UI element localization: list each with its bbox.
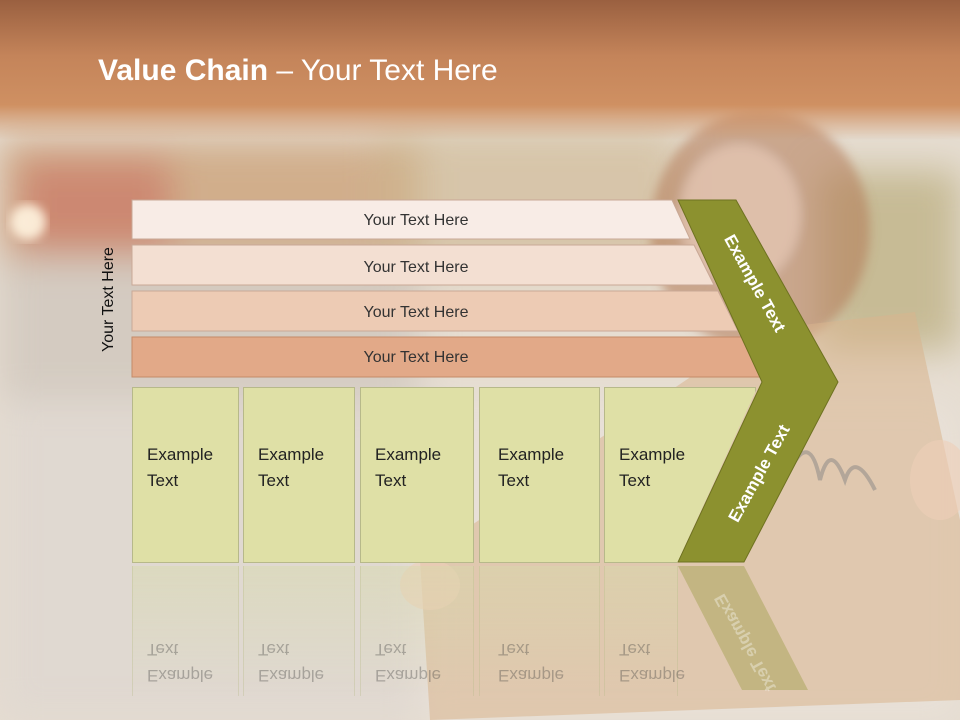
bar-1: Your Text Here [131, 199, 691, 240]
box-2-reflection-text: Example Text [258, 636, 348, 688]
box-3-reflection: Example Text [360, 566, 474, 696]
bar-3-label: Your Text Here [364, 304, 469, 321]
box-3-reflection-line2: Text [375, 640, 407, 659]
bar-2: Your Text Here [131, 244, 715, 286]
box-2-line2: Text [258, 471, 290, 490]
box-4-line1: Example [498, 445, 565, 464]
bar-4: Your Text Here [131, 336, 763, 378]
box-1-reflection: Example Text [132, 566, 239, 696]
box-4-reflection: Example Text [479, 566, 600, 696]
title-band [0, 0, 960, 140]
chevron-shape [677, 199, 839, 563]
box-5-line2: Text [619, 471, 651, 490]
box-2-reflection-line1: Example [258, 666, 325, 685]
title-bold: Value Chain [98, 54, 269, 87]
box-1-line2: Text [147, 471, 179, 490]
box-4-line2: Text [498, 471, 530, 490]
box-3-line1: Example [375, 445, 442, 464]
box-2-reflection-line2: Text [258, 640, 290, 659]
box-1-reflection-text: Example Text [147, 636, 237, 688]
title-rest: – Your Text Here [268, 54, 498, 87]
box-1-line1: Example [147, 445, 214, 464]
box-4-reflection-line2: Text [498, 640, 530, 659]
bar-3: Your Text Here [131, 290, 739, 332]
box-4-reflection-text: Example Text [498, 636, 588, 688]
bar-1-shape [131, 199, 691, 240]
box-2-line1: Example [258, 445, 325, 464]
box-3-reflection-line1: Example [375, 666, 442, 685]
bar-4-label: Your Text Here [364, 349, 469, 366]
box-4-reflection-line1: Example [498, 666, 565, 685]
box-3-line2: Text [375, 471, 407, 490]
box-3-reflection-text: Example Text [375, 636, 465, 688]
box-2-reflection: Example Text [243, 566, 355, 696]
box-1-reflection-line2: Text [147, 640, 179, 659]
box-5-reflection-line2: Text [619, 640, 651, 659]
box-1-reflection-line1: Example [147, 666, 214, 685]
chevron-reflection [678, 566, 808, 690]
bar-2-shape [131, 244, 715, 286]
bar-2-label: Your Text Here [364, 259, 469, 276]
box-5-reflection-line1: Example [619, 666, 686, 685]
slide-title: Value Chain – Your Text Here [98, 54, 498, 88]
box-5-reflection: Example Text [604, 566, 685, 696]
bar-1-label: Your Text Here [364, 212, 469, 229]
box-5-line1: Example [619, 445, 686, 464]
box-5-reflection-text: Example Text [619, 636, 709, 688]
